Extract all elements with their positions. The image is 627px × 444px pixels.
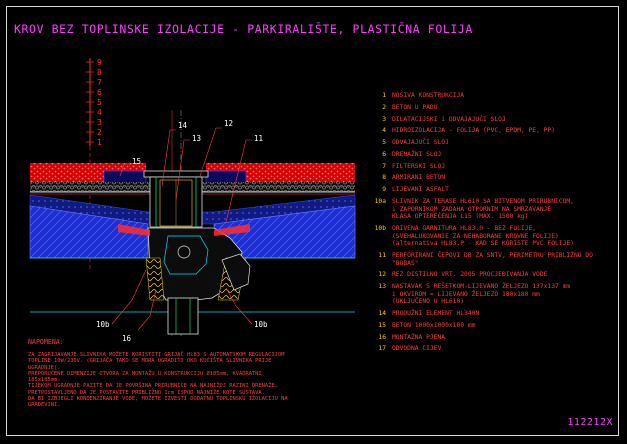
montage-foam-16 — [145, 257, 165, 301]
layer-scale-number: 3 — [97, 118, 102, 127]
legend-item-text: ODVAJAJUĆI SLOJ — [392, 139, 449, 147]
legend-item-number: 14 — [378, 310, 386, 318]
legend-item-number: 7 — [382, 162, 386, 170]
legend-item-text: DILATACIJSKI i ODVAJAJUĆI SLOJ — [392, 115, 506, 123]
legend-item: 1 NOSIVA KONSTRUKCIJA — [372, 92, 612, 100]
legend-item-text: FILTERSKI SLOJ — [392, 162, 446, 170]
layer-scale-number: 9 — [97, 58, 102, 67]
legend-item: 10b ORIVENA GARNITURA HL83.0 - BEZ FOLIJE… — [372, 225, 612, 248]
callout-10b-right: 10b — [254, 320, 268, 329]
legend-item: 5 ODVAJAJUĆI SLOJ — [372, 139, 612, 147]
legend-item: 8 ARMIRANI BETON — [372, 174, 612, 182]
layer-scale-number: 7 — [97, 78, 102, 87]
drawing-frame — [6, 6, 619, 436]
legend-item-text: LIJEVANI ASFALT — [392, 186, 449, 194]
callout-12: 12 — [224, 119, 233, 128]
legend-item: 17 ODVODNA CIJEV — [372, 345, 612, 353]
legend-item: 14 PRODUŽNI ELEMENT HL340N — [372, 310, 612, 318]
legend-item: 16 MONTAŽNA PJENA — [372, 334, 612, 342]
legend-item: 9 LIJEVANI ASFALT — [372, 186, 612, 194]
notes-body: ZA ZAGRIJAVANJE SLIVNIKA MOŽETE KORISTIT… — [28, 352, 288, 409]
notes-title: NAPOMENA: — [28, 338, 64, 346]
legend-item-number: 1 — [382, 92, 386, 99]
legend-item-number: 17 — [378, 345, 386, 353]
legend-item-number: 8 — [382, 174, 386, 182]
legend-item: 4 HIDROIZOLACIJA - FOLIJA (PVC, EPDM, PE,… — [372, 127, 612, 135]
legend-item-number: 16 — [378, 333, 386, 341]
legend-item-text: BETON U PADU — [392, 103, 438, 111]
legend-item-number: 11 — [378, 251, 386, 259]
layer-scale-number: 2 — [97, 128, 102, 137]
legend-item-number: 9 — [382, 186, 386, 194]
callout-14: 14 — [178, 121, 188, 130]
legend-item: 6 DRENAŽNI SLOJ — [372, 151, 612, 159]
legend-item-text: HIDROIZOLACIJA - FOLIJA (PVC, EPDM, PE, … — [392, 127, 556, 135]
callout-10b-left: 10b — [96, 320, 110, 329]
legend-item-text: SLIVNIK ZA TERASE HL610 SA BITVENOM PRIR… — [392, 198, 574, 221]
drawing-title: KROV BEZ TOPLINSKE IZOLACIJE - PARKIRALI… — [14, 22, 473, 36]
legend-item-text: BETON 1000x1000x100 mm — [392, 321, 476, 329]
legend-item: 3 DILATACIJSKI i ODVAJAJUĆI SLOJ — [372, 116, 612, 124]
drain-assembly — [118, 170, 251, 335]
legend-item-text: PERFORIRANI ČEPOVI DB ZA SNTV, PERIMETRU… — [392, 251, 593, 267]
layer-scale-number: 1 — [97, 138, 102, 147]
callout-15: 15 — [132, 157, 141, 166]
legend-item: 7 FILTERSKI SLOJ — [372, 163, 612, 171]
legend-item: 15 BETON 1000x1000x100 mm — [372, 322, 612, 330]
legend-item-number: 12 — [378, 271, 386, 279]
legend-item: 2 BETON U PADU — [372, 104, 612, 112]
legend-item-number: 3 — [382, 115, 386, 123]
callout-13: 13 — [192, 134, 201, 143]
legend-item-number: 5 — [382, 139, 386, 147]
layer-scale-number: 8 — [97, 68, 102, 77]
legend-item: 13 NASTAVAK S REŠETKOM-LIJEVANO ŽELJEZO 1… — [372, 283, 612, 306]
legend-item-text: MONTAŽNA PJENA — [392, 333, 446, 341]
callout-11: 11 — [254, 134, 263, 143]
callout-leaders — [111, 127, 253, 331]
legend-list: 1 NOSIVA KONSTRUKCIJA 2 BETON U PADU 3 DILATA… — [372, 92, 612, 357]
layer-scale-number: 5 — [97, 98, 102, 107]
drawing-code: 112212X — [567, 417, 613, 428]
layer-scale-number: 6 — [97, 88, 102, 97]
legend-item-text: REZ DISTILNO VRT. 2005 PROCJEĐIVANJA VOD… — [392, 271, 548, 279]
legend-item-text: PRODUŽNI ELEMENT HL340N — [392, 310, 480, 318]
legend-item-text: ARMIRANI BETON — [392, 174, 446, 182]
legend-item-text: NOSIVA KONSTRUKCIJA — [392, 92, 465, 99]
drain-grate-13 — [143, 170, 209, 178]
legend-item: 12 REZ DISTILNO VRT. 2005 PROCJEĐIVANJA V… — [372, 271, 612, 279]
legend-item-number: 2 — [382, 103, 386, 111]
legend-item-text: DRENAŽNI SLOJ — [392, 150, 442, 158]
concrete-block-15 — [103, 170, 147, 184]
legend-item: 10a SLIVNIK ZA TERASE HL610 SA BITVENOM P… — [372, 198, 612, 221]
notes-block: NAPOMENA: ZA ZAGRIJAVANJE SLIVNIKA MOŽET… — [28, 338, 348, 409]
legend-item-text: NASTAVAK S REŠETKOM-LIJEVANO ŽELJEZO 137… — [392, 283, 571, 306]
legend-item-number: 15 — [378, 321, 386, 329]
legend-item-number: 10b — [374, 225, 386, 232]
legend-item-text: ORIVENA GARNITURA HL83.0 - BEZ FOLIJE, (… — [392, 225, 574, 248]
legend-item-text: ODVODNA CIJEV — [392, 345, 442, 353]
outlet-pipe-17 — [167, 297, 199, 335]
legend-item: 11 PERFORIRANI ČEPOVI DB ZA SNTV, PERIMET… — [372, 252, 612, 267]
legend-item-number: 4 — [382, 127, 386, 135]
layer-scale-number: 4 — [97, 108, 102, 117]
callout-16: 16 — [122, 334, 132, 343]
legend-item-number: 10a — [374, 198, 386, 206]
legend-item-number: 13 — [378, 283, 386, 291]
legend-item-number: 6 — [382, 150, 386, 158]
